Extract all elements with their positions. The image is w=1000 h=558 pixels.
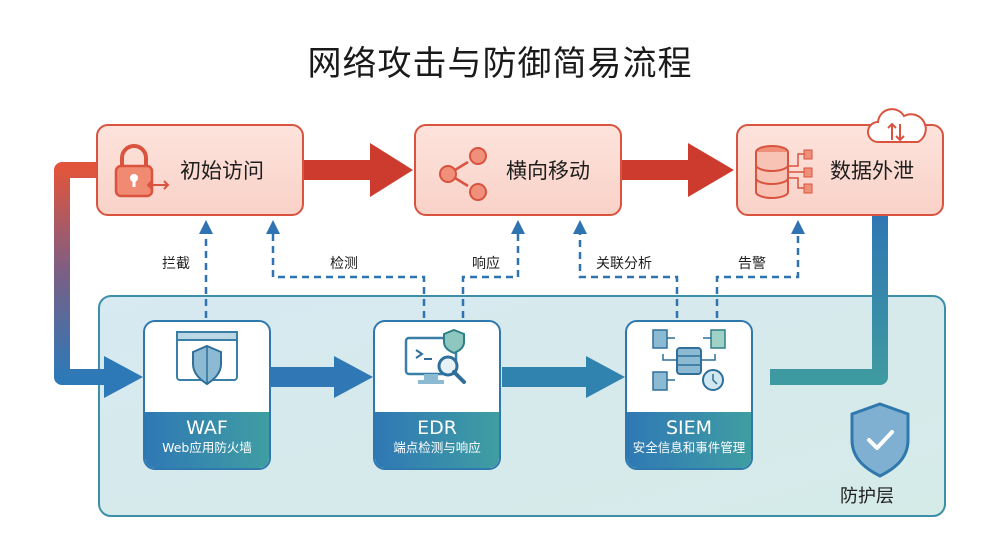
- server-logs-icon: [652, 329, 726, 391]
- diagram-title: 网络攻击与防御简易流程: [307, 44, 693, 84]
- dashed-arrowhead: [511, 220, 525, 234]
- tool-name: SIEM: [665, 417, 713, 439]
- arrow-head-1: [370, 143, 413, 197]
- stage-label: 数据外泄: [830, 159, 914, 183]
- edge-label-correlate: 关联分析: [594, 253, 654, 273]
- arrow-head-4: [586, 356, 625, 398]
- cloud-transfer-icon: [867, 108, 927, 143]
- edge-label-alert: 告警: [736, 253, 768, 273]
- edge-label-detect: 检测: [328, 253, 360, 273]
- lock-icon: [114, 144, 170, 198]
- tool-description: 安全信息和事件管理: [632, 440, 746, 455]
- defense-tool-siem: SIEM 安全信息和事件管理: [625, 320, 753, 470]
- arrow-shaft-2: [622, 160, 692, 180]
- defense-tool-waf: WAF Web应用防火墙: [143, 320, 271, 470]
- stage-label: 横向移动: [506, 159, 590, 183]
- dashed-arrowhead: [791, 220, 805, 234]
- stage-label: 初始访问: [180, 159, 264, 183]
- edge-label-respond: 响应: [470, 253, 502, 273]
- arrow-shaft-4: [502, 367, 590, 387]
- dashed-line-correlate: [578, 232, 679, 318]
- attack-stage-lateral-movement: 横向移动: [414, 124, 622, 216]
- dashed-arrowhead: [573, 220, 587, 234]
- database-exfil-icon: [755, 145, 813, 199]
- tool-description: Web应用防火墙: [162, 440, 252, 455]
- arrow-head-2: [688, 143, 734, 197]
- arrow-shaft-1: [304, 160, 376, 180]
- protection-shield-icon: [850, 402, 910, 478]
- arrow-into-waf: [104, 356, 143, 398]
- arrow-shaft-3: [270, 367, 338, 387]
- attack-stage-initial-access: 初始访问: [96, 124, 304, 216]
- left-loop-connector: [54, 162, 110, 385]
- tool-name: WAF: [186, 417, 228, 439]
- arrow-head-3: [334, 356, 373, 398]
- share-nodes-icon: [439, 147, 487, 201]
- dashed-line-alert: [715, 232, 800, 318]
- dashed-arrowhead: [266, 220, 280, 234]
- right-loop-connector: [770, 214, 888, 385]
- defense-tool-edr: EDR 端点检测与响应: [373, 320, 501, 470]
- edge-label-intercept: 拦截: [160, 253, 192, 273]
- dashed-arrowhead: [199, 220, 213, 234]
- protection-layer-label: 防护层: [840, 486, 894, 507]
- tool-description: 端点检测与响应: [393, 440, 481, 455]
- browser-shield-icon: [176, 331, 238, 386]
- tool-name: EDR: [417, 417, 457, 439]
- monitor-search-icon: [404, 328, 466, 384]
